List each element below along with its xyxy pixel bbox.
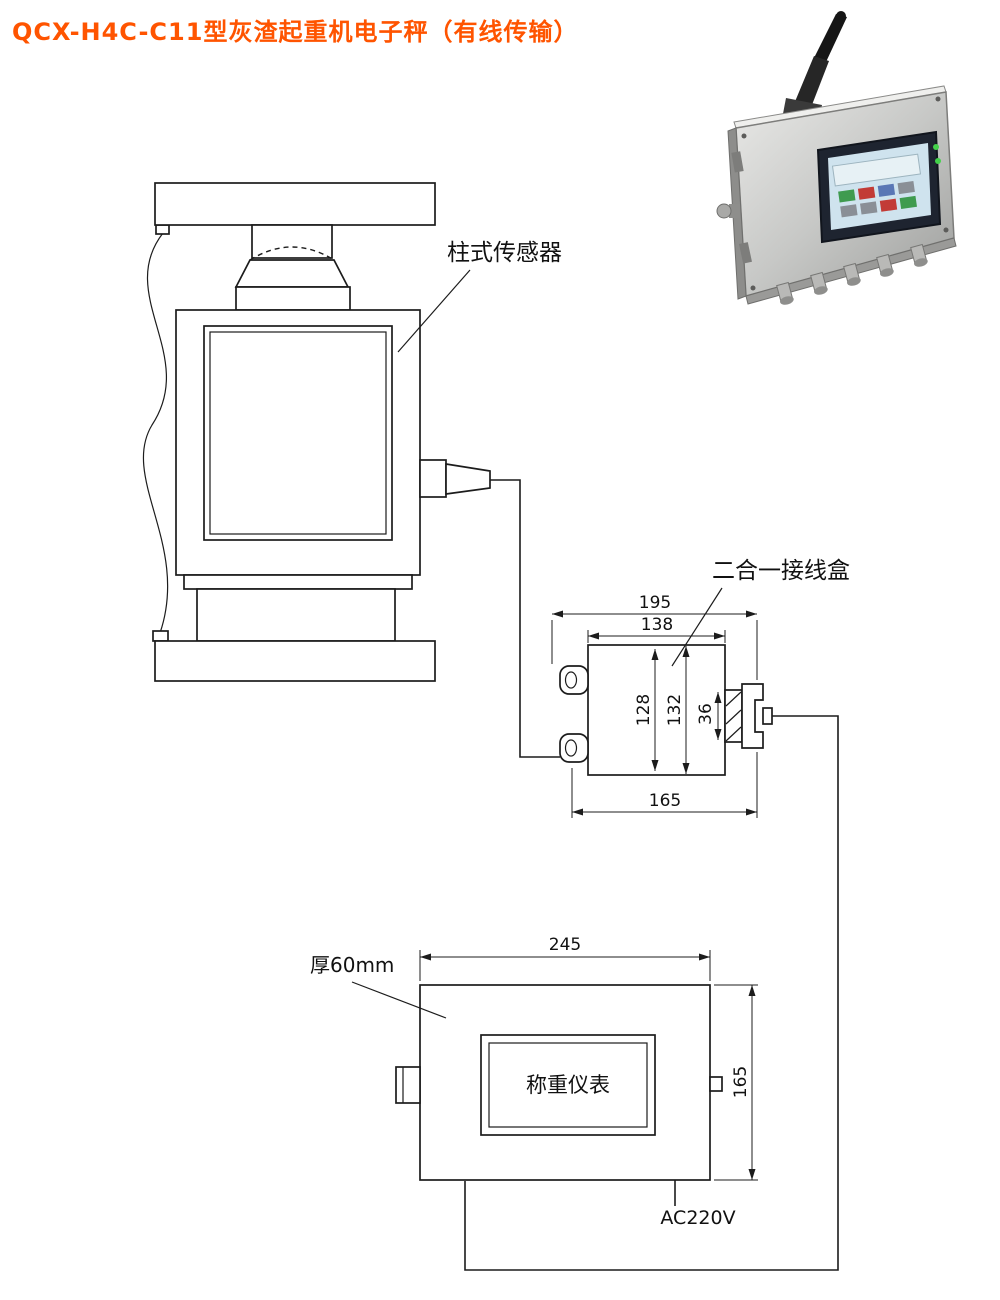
antenna-upper-segment: [814, 14, 847, 62]
screen-key: [897, 181, 915, 195]
sensor-body: [175, 309, 421, 576]
screen-readout-area: [831, 153, 922, 187]
screen-content: [831, 153, 922, 218]
thickness-label: 厚60mm: [310, 953, 394, 977]
cable-gland: [876, 253, 894, 277]
thickness-leader-line: [351, 981, 447, 1019]
corner-screw: [741, 133, 747, 139]
wire-junction-box-to-indicator: [464, 715, 839, 1271]
hinge: [739, 242, 752, 264]
cable-clamp-top: [155, 224, 170, 235]
dim-36: 36: [696, 703, 716, 725]
wiring: [464, 479, 839, 1271]
cable-gland: [843, 262, 861, 286]
ear-hole-top: [564, 671, 578, 689]
power-label: AC220V: [660, 1207, 735, 1229]
lower-flange: [183, 574, 413, 590]
junction-box-label: 二合一接线盒: [712, 558, 850, 584]
cable-gland: [776, 281, 794, 305]
dim-165-right: 165: [731, 1066, 751, 1098]
screen-key: [838, 189, 856, 203]
indicator-left-connector: [395, 1066, 421, 1104]
mounting-ear-bottom: [559, 733, 589, 763]
cone-seat: [234, 259, 350, 288]
screen-key: [879, 198, 898, 212]
cable-clamp-bottom: [152, 630, 169, 642]
screen-key: [840, 204, 858, 218]
indicator-box-drawing: 称重仪表 245 165 厚60mm AC220V: [310, 935, 758, 1229]
cable-gland-block: [419, 459, 447, 498]
sensor-cable-left: [142, 232, 169, 634]
antenna-lower-segment: [794, 56, 829, 110]
indicator-right-connector: [709, 1076, 723, 1092]
base-plate: [154, 640, 436, 682]
dim-245: 245: [549, 935, 581, 955]
neck-block: [251, 224, 333, 259]
screen-key: [877, 183, 896, 197]
top-mounting-plate: [154, 182, 436, 226]
corner-screw: [935, 96, 941, 102]
cable-gland-taper: [445, 463, 491, 495]
screen-key: [899, 195, 917, 209]
ear-hole-bottom: [564, 739, 578, 757]
spherical-seat-dashed-arc: [249, 246, 335, 261]
dim-165-bottom: 165: [649, 791, 681, 811]
side-knob-base: [729, 204, 740, 218]
right-connector-port: [762, 707, 773, 725]
indicator-screen-label: 称重仪表: [526, 1073, 610, 1097]
dim-195: 195: [639, 593, 671, 613]
sensor-body-inner-frame-2: [209, 331, 387, 535]
lower-cylinder: [196, 588, 396, 642]
status-led: [935, 158, 941, 164]
indicator-screen-outer: [480, 1034, 656, 1136]
mounting-ear-top: [559, 665, 589, 695]
indicator-enclosure: [419, 984, 711, 1181]
sensor-body-inner-frame: [203, 325, 393, 541]
corner-screw: [750, 285, 756, 291]
wire-sensor-to-junction-box: [490, 479, 560, 758]
hinge: [731, 151, 744, 173]
dim-132: 132: [665, 694, 685, 726]
indicator-screen-inner: [488, 1042, 648, 1128]
screen-key: [860, 201, 878, 215]
dim-138: 138: [641, 615, 673, 635]
connector-hatching: [725, 691, 742, 742]
cap-plate: [235, 286, 351, 311]
cable-glands: [776, 243, 928, 305]
junction-box-drawing: 195 138 128 132 36 165 二合一接线盒: [551, 558, 850, 818]
indicator-photo: [716, 11, 957, 305]
cable-gland: [910, 243, 928, 267]
sensor-label: 柱式传感器: [447, 240, 562, 266]
page-title: QCX-H4C-C11型灰渣起重机电子秤（有线传输）: [12, 18, 579, 46]
side-knob: [716, 203, 732, 219]
right-connector-bracket: [741, 683, 764, 749]
sensor-leader-line: [397, 269, 471, 353]
screen-key: [857, 186, 876, 200]
junction-box-leader-line: [671, 587, 723, 667]
cable-gland: [810, 271, 828, 295]
status-led: [933, 144, 939, 150]
load-cell-drawing: 柱式传感器: [142, 182, 562, 682]
dim-128: 128: [634, 694, 654, 726]
corner-screw: [943, 227, 949, 233]
